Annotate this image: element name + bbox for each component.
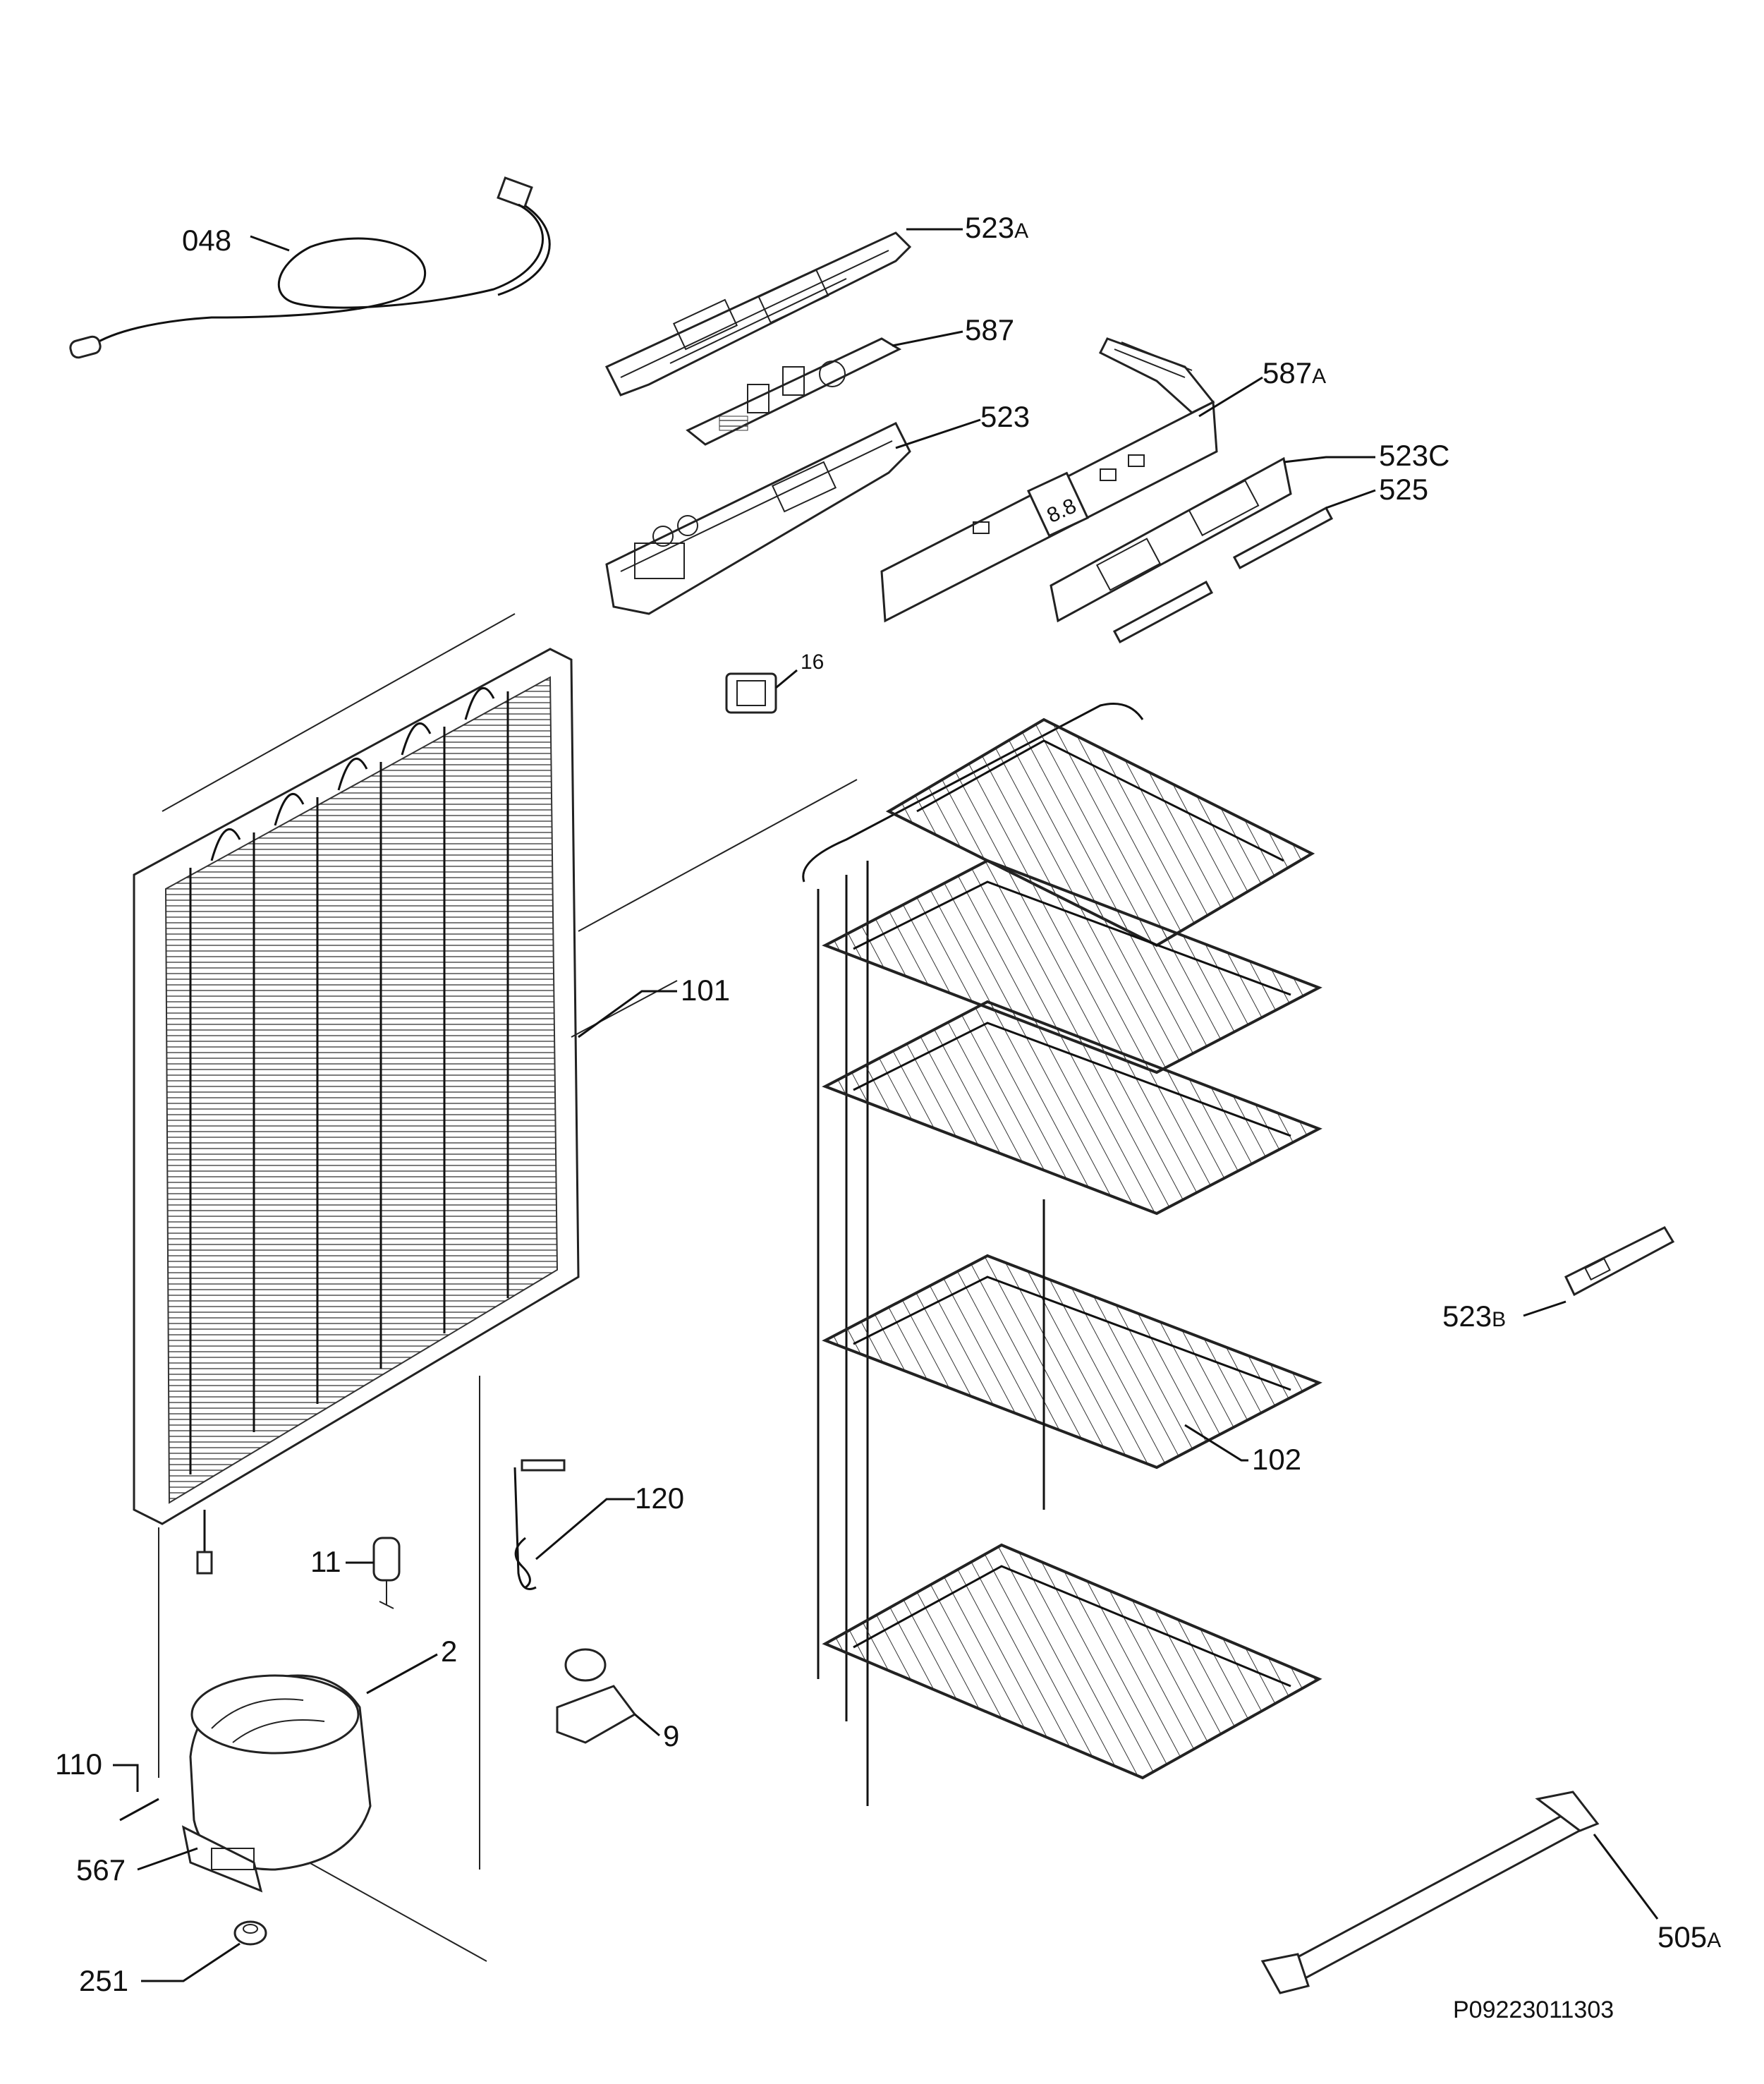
callout-9: 9 xyxy=(663,1719,679,1752)
compressor-2 xyxy=(181,1674,372,1893)
clamp-9 xyxy=(556,1648,637,1744)
control-housing-523 xyxy=(605,422,911,615)
guide-line xyxy=(571,980,678,1038)
leader-lines xyxy=(113,228,1659,1982)
pin-110 xyxy=(119,1798,159,1822)
callout-523: 523 xyxy=(980,400,1030,433)
callout-048: 048 xyxy=(182,224,231,257)
sensor-120 xyxy=(513,1459,566,1590)
callout-102: 102 xyxy=(1252,1443,1301,1476)
callout-2: 2 xyxy=(441,1635,457,1668)
callout-525: 525 xyxy=(1379,473,1428,506)
callout-101: 101 xyxy=(681,974,730,1007)
diagram-reference-code: P09223011303 xyxy=(1453,1997,1614,2023)
callout-523A: 523A xyxy=(965,211,1028,244)
display-frame-523C xyxy=(1050,456,1292,623)
nut-251 xyxy=(233,1920,267,1946)
control-board-587 xyxy=(686,337,902,446)
callout-251: 251 xyxy=(79,1964,128,1997)
callout-505A: 505A xyxy=(1657,1920,1721,1953)
control-housing-cover-523A xyxy=(604,231,912,396)
door-switch-16 xyxy=(725,672,777,714)
callout-587: 587 xyxy=(965,313,1014,346)
callout-labels: 048 523A 587 587A 523 523C 525 16 101 52… xyxy=(55,211,1721,1997)
power-cable-048 xyxy=(69,176,551,359)
callout-587A: 587A xyxy=(1263,356,1326,389)
guide-line xyxy=(578,779,858,932)
push-buttons-525 xyxy=(1112,506,1334,644)
callout-523C: 523C xyxy=(1379,439,1449,472)
condenser-101 xyxy=(133,613,580,1575)
evaporator-shelf-5 xyxy=(822,1543,1322,1780)
evaporator-shelf-4 xyxy=(822,1254,1322,1470)
guide-line xyxy=(296,1855,487,1962)
bar-505A xyxy=(1260,1791,1600,1994)
evaporator-102 xyxy=(802,703,1322,1806)
lamp-holder-523B xyxy=(1564,1226,1675,1297)
callout-523B: 523B xyxy=(1442,1300,1506,1333)
callout-11: 11 xyxy=(310,1545,341,1578)
callout-16: 16 xyxy=(801,650,824,674)
callout-120: 120 xyxy=(635,1482,684,1515)
evaporator-shelf-3 xyxy=(822,1000,1322,1216)
callout-567: 567 xyxy=(76,1853,126,1886)
starter-relay-11 xyxy=(372,1537,401,1609)
display-board-587A: 8.8 xyxy=(880,337,1218,623)
callout-110: 110 xyxy=(55,1747,102,1781)
